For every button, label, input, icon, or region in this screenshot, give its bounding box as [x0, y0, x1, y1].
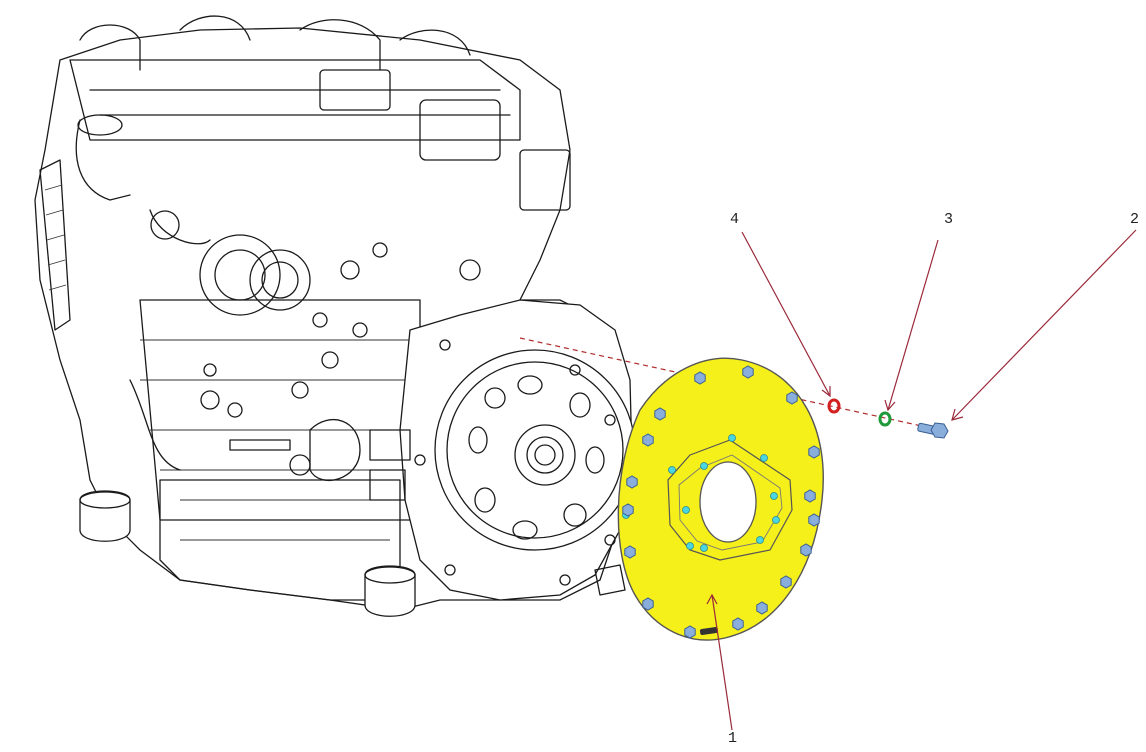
plate-bolt-icon — [804, 489, 816, 503]
plate-hole — [700, 544, 708, 552]
leader-arrow-2 — [951, 408, 964, 421]
plate-bolt-icon — [642, 433, 654, 447]
plate-bolt-icon — [694, 371, 706, 385]
plate-hole — [772, 516, 780, 524]
leader-arrow-1 — [706, 593, 718, 605]
plate-perimeter-bolts — [622, 365, 820, 639]
plate-bolt-icon — [626, 475, 638, 489]
callout-3: 3 — [944, 211, 953, 228]
callout-2: 2 — [1130, 211, 1139, 228]
engine-block-icon — [34, 15, 636, 617]
plate-hole — [728, 434, 736, 442]
flat-washer-icon — [878, 411, 892, 427]
leader-line-2 — [951, 229, 1137, 421]
plate-bolt-icon — [742, 365, 754, 379]
leader-line-3 — [887, 239, 939, 411]
lock-washer-icon — [827, 398, 841, 414]
plate-hole — [686, 542, 694, 550]
plate-hole — [700, 462, 708, 470]
plate-bolt-icon — [800, 543, 812, 557]
bolt-icon — [917, 422, 949, 439]
plate-holes — [622, 434, 780, 552]
plate-hole — [770, 492, 778, 500]
plate-hole — [682, 506, 690, 514]
leader-line-1 — [711, 594, 733, 731]
plate-bolt-icon — [808, 513, 820, 527]
plate-bolt-icon — [808, 445, 820, 459]
plate-bolt-icon — [780, 575, 792, 589]
callout-4: 4 — [730, 211, 739, 228]
plate-hole — [756, 536, 764, 544]
callout-1: 1 — [728, 730, 737, 747]
adapter-plate-icon — [617, 357, 824, 641]
leader-arrow-3 — [884, 399, 896, 412]
plate-bolt-icon — [622, 503, 634, 517]
plate-bolt-icon — [756, 601, 768, 615]
leader-lines — [706, 229, 1137, 731]
plate-bolt-icon — [684, 625, 696, 639]
leader-arrow-4 — [821, 386, 831, 398]
plate-bolt-icon — [642, 597, 654, 611]
plate-bolt-icon — [624, 545, 636, 559]
plate-bolt-icon — [654, 407, 666, 421]
plate-bolt-icon — [732, 617, 744, 631]
plate-hole — [668, 466, 676, 474]
plate-hole — [760, 454, 768, 462]
leader-line-4 — [741, 231, 831, 397]
plate-bolt-icon — [786, 391, 798, 405]
